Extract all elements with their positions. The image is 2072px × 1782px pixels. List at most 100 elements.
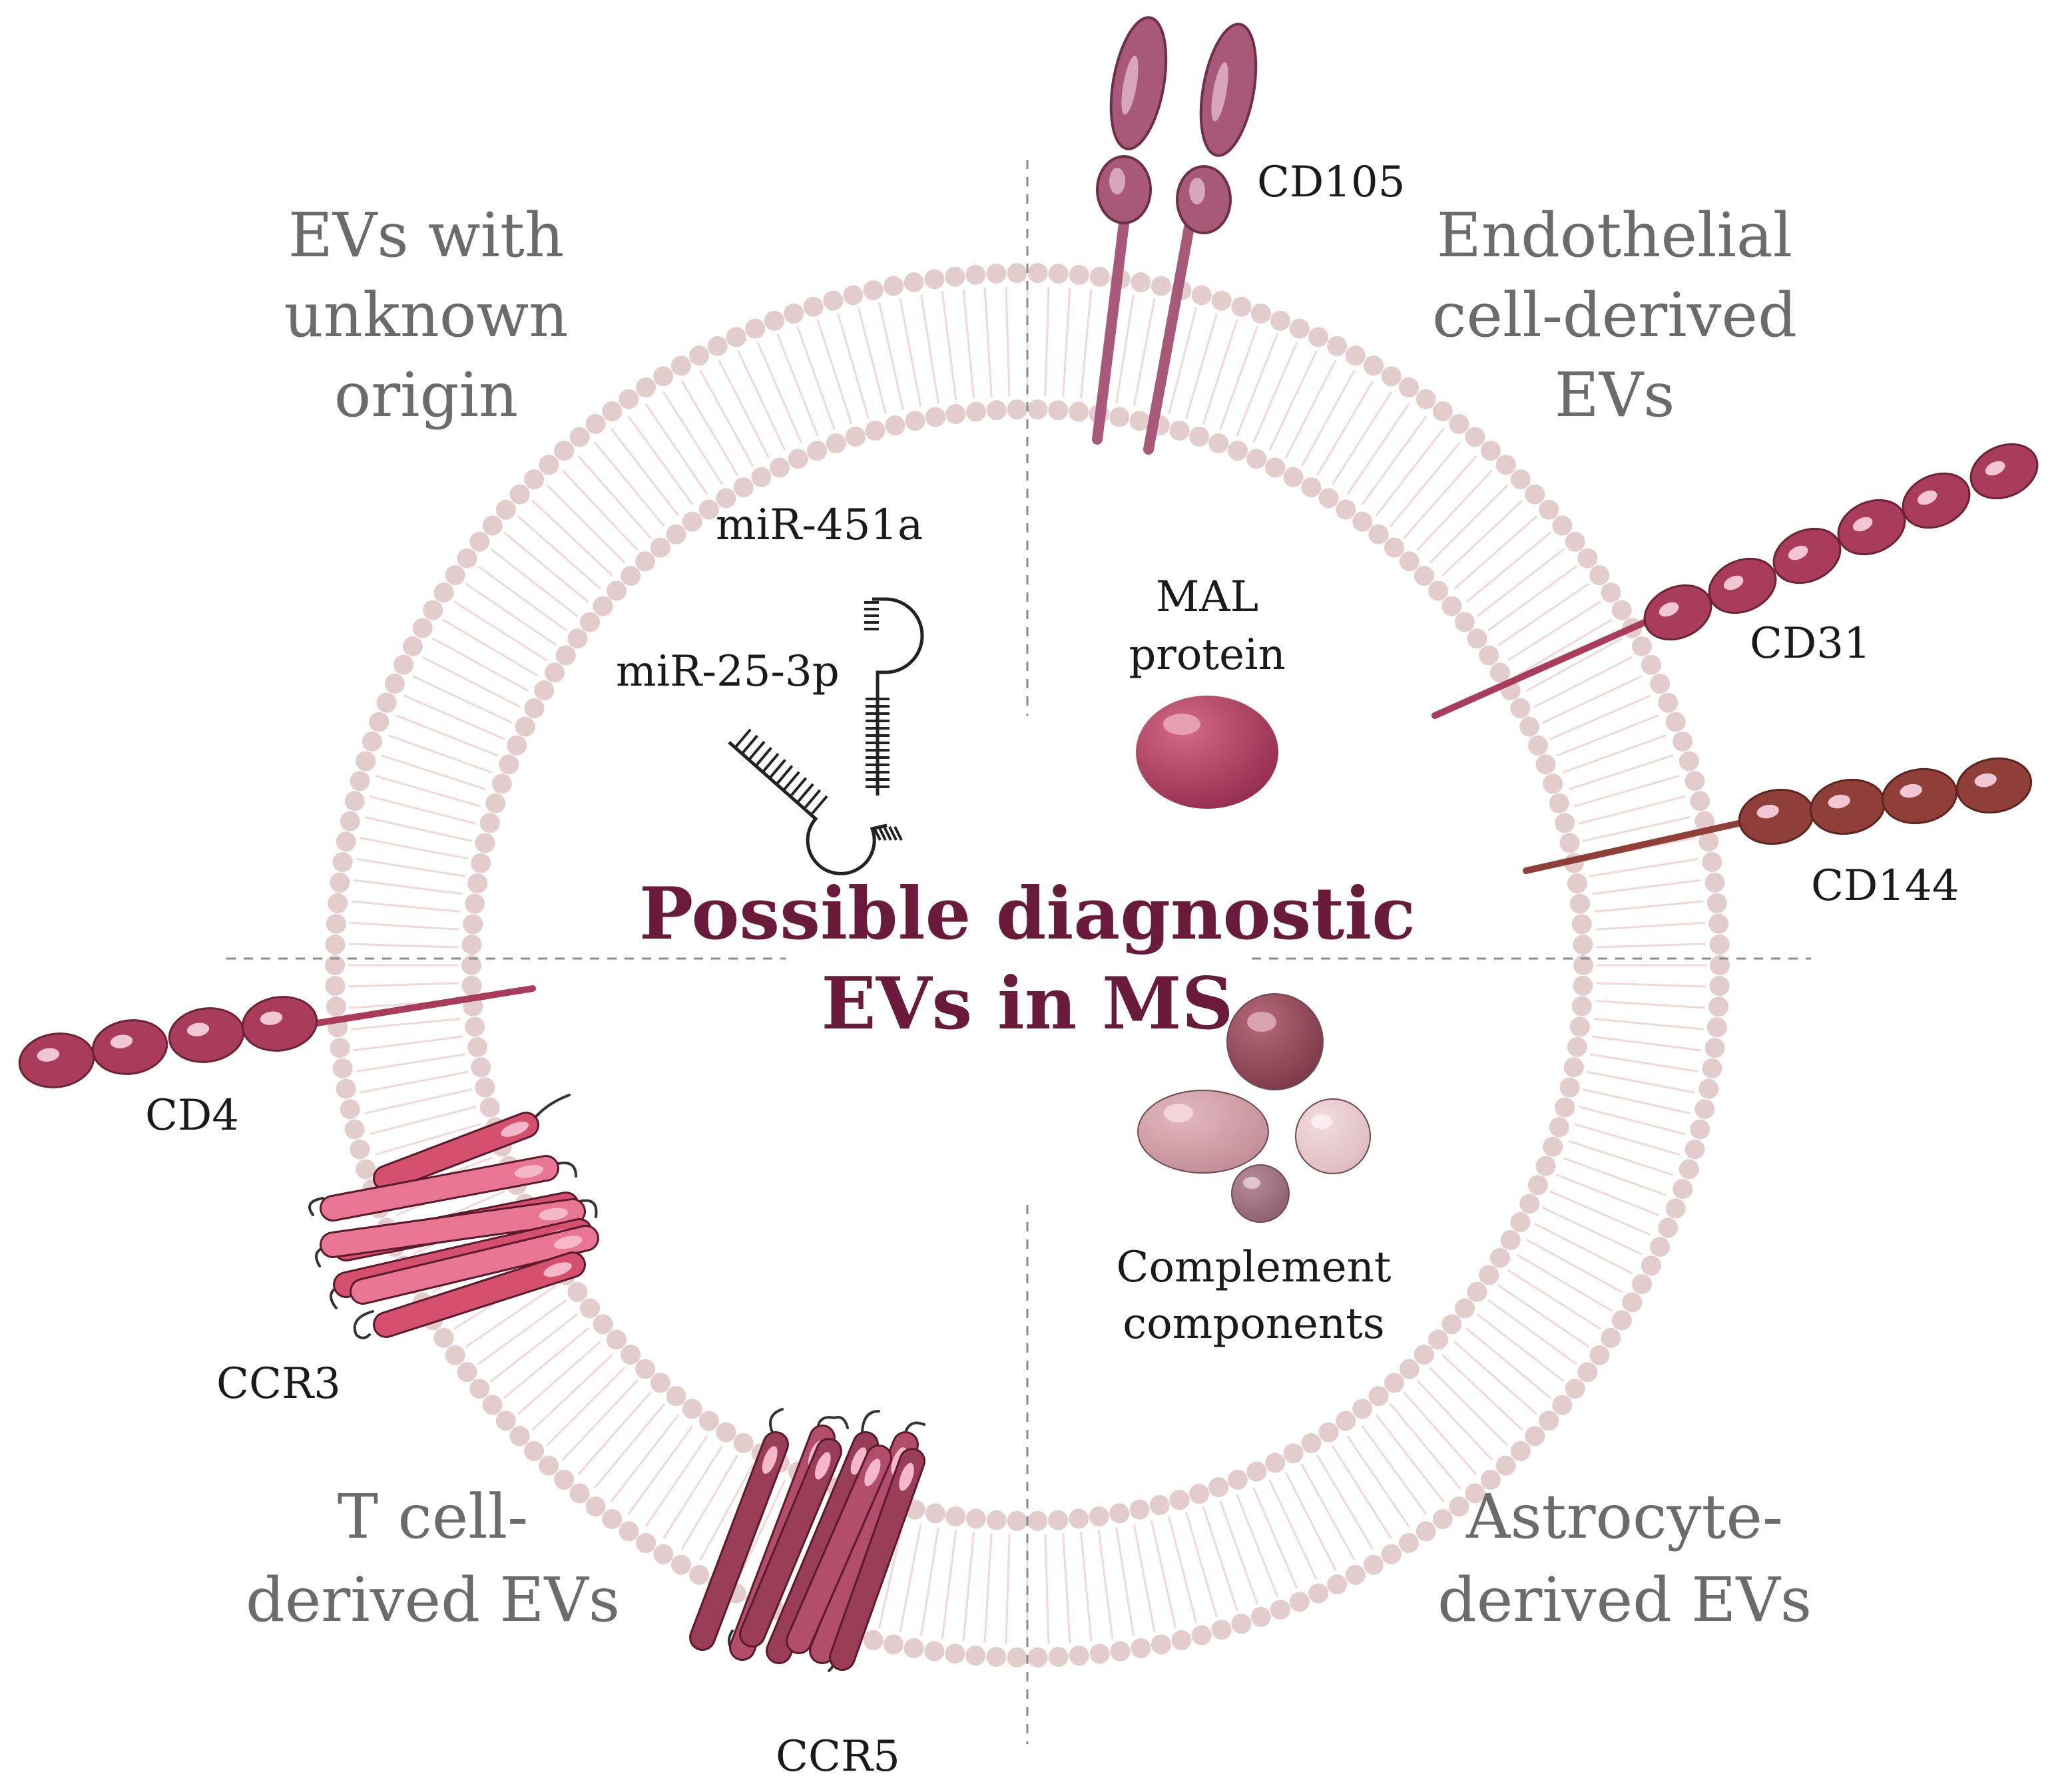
lipid-head bbox=[445, 565, 465, 586]
lipid-tail bbox=[1497, 582, 1590, 646]
lipid-head bbox=[495, 1411, 516, 1431]
lipid-tail bbox=[1562, 1157, 1667, 1196]
domain-bead bbox=[1955, 757, 2033, 814]
cd144-label: CD144 bbox=[1811, 861, 1959, 911]
lipid-tail bbox=[1403, 1391, 1477, 1476]
lipid-tail bbox=[577, 1391, 652, 1476]
complement-label: Complement components bbox=[1117, 1243, 1392, 1349]
lipid-head bbox=[1191, 1625, 1212, 1646]
lipid-tail bbox=[1562, 734, 1667, 774]
lipid-head bbox=[325, 934, 346, 955]
lipid-head bbox=[1109, 1503, 1130, 1524]
lipid-tail bbox=[465, 1284, 557, 1348]
transmembrane-helix bbox=[322, 1157, 557, 1220]
lipid-head bbox=[1708, 997, 1729, 1017]
lipid-tail bbox=[1595, 1000, 1706, 1009]
ccr3-label: CCR3 bbox=[216, 1359, 341, 1409]
lipid-head bbox=[1573, 975, 1593, 996]
lipid-tail bbox=[627, 415, 694, 506]
lipid-head bbox=[1467, 628, 1487, 649]
lipid-head bbox=[593, 1314, 613, 1335]
lipid-tail bbox=[465, 582, 557, 646]
bead-highlight bbox=[1917, 490, 1938, 505]
lipid-head bbox=[1131, 1638, 1151, 1658]
lipid-head bbox=[863, 1630, 884, 1650]
lipid-tail bbox=[353, 1035, 463, 1052]
lipid-tail bbox=[364, 816, 472, 842]
lipid-head bbox=[843, 285, 864, 306]
ccr5-receptor bbox=[689, 1408, 925, 1672]
lipid-tail bbox=[1534, 656, 1633, 708]
lipid-tail bbox=[1202, 1506, 1238, 1612]
lipid-head bbox=[1573, 935, 1593, 955]
domain-bead bbox=[1902, 472, 1971, 529]
lipid-tail bbox=[395, 714, 499, 757]
lipid-head bbox=[1301, 1433, 1322, 1453]
lipid-tail bbox=[517, 515, 601, 590]
lipid-head bbox=[336, 1078, 356, 1099]
lipid-head bbox=[554, 1469, 575, 1490]
lipid-head bbox=[475, 1077, 495, 1098]
lipid-tail bbox=[593, 1403, 666, 1489]
lipid-head bbox=[1641, 654, 1662, 675]
lipid-head bbox=[1208, 1477, 1229, 1498]
lipid-head bbox=[469, 531, 490, 552]
lipid-head bbox=[1479, 1265, 1499, 1285]
lipid-tail bbox=[1236, 1494, 1278, 1597]
lipid-head bbox=[1069, 264, 1089, 285]
lipid-head bbox=[1702, 851, 1722, 872]
lipid-tail bbox=[348, 982, 459, 988]
lipid-tail bbox=[1549, 1190, 1651, 1236]
lipid-head bbox=[1479, 645, 1499, 666]
lipid-head bbox=[1539, 499, 1559, 520]
lipid-head bbox=[1089, 1506, 1109, 1527]
lipid-head bbox=[1706, 893, 1727, 913]
bead-highlight bbox=[110, 1034, 133, 1048]
lipid-tail bbox=[1507, 600, 1602, 662]
lipid-head bbox=[344, 791, 365, 811]
lipid-head bbox=[499, 754, 519, 775]
lipid-tail bbox=[1062, 1533, 1071, 1644]
lipid-tail bbox=[1236, 334, 1278, 437]
quadrant-label-bottom-left: T cell- derived EVs bbox=[246, 1481, 620, 1636]
helix-highlight bbox=[539, 1208, 569, 1221]
svg-text:components: components bbox=[1123, 1299, 1384, 1349]
lipid-head bbox=[1543, 1136, 1563, 1157]
lipid-head bbox=[904, 272, 924, 293]
lipid-head bbox=[1336, 499, 1356, 520]
lipid-head bbox=[1632, 636, 1653, 656]
lipid-head bbox=[621, 566, 641, 586]
lipid-head bbox=[823, 290, 844, 311]
lipid-head bbox=[1539, 1411, 1559, 1431]
lipid-head bbox=[423, 600, 443, 620]
base-tick bbox=[783, 771, 800, 790]
lipid-head bbox=[1069, 1508, 1089, 1529]
lipid-head bbox=[1563, 1057, 1584, 1078]
lipid-tail bbox=[1592, 879, 1702, 895]
bead-highlight bbox=[1723, 575, 1744, 590]
bead-highlight bbox=[1974, 773, 1997, 787]
lipid-head bbox=[671, 1554, 691, 1575]
lipid-head bbox=[945, 1644, 965, 1664]
lipid-head bbox=[1211, 290, 1232, 311]
lipid-head bbox=[986, 264, 1007, 284]
lipid-head bbox=[666, 1386, 686, 1407]
lipid-tail bbox=[1005, 286, 1011, 397]
helix-highlight bbox=[501, 1121, 529, 1137]
lipid-head bbox=[509, 1426, 530, 1447]
transmembrane-helix bbox=[811, 1433, 917, 1662]
lipid-tail bbox=[403, 694, 505, 740]
bead-highlight bbox=[1828, 794, 1850, 809]
lipid-tail bbox=[1589, 1053, 1698, 1073]
lipid-head bbox=[1441, 1314, 1462, 1335]
lipid-head bbox=[457, 1362, 477, 1383]
svg-text:MAL: MAL bbox=[1156, 572, 1258, 622]
lipid-head bbox=[1416, 1521, 1436, 1542]
lipid-tail bbox=[351, 1017, 461, 1030]
lipid-head bbox=[412, 618, 433, 638]
lipid-tail bbox=[1568, 1140, 1674, 1176]
transmembrane-helix bbox=[691, 1433, 787, 1649]
lipid-tail bbox=[351, 900, 461, 913]
lipid-head bbox=[1231, 296, 1252, 317]
lipid-head bbox=[350, 1139, 370, 1160]
